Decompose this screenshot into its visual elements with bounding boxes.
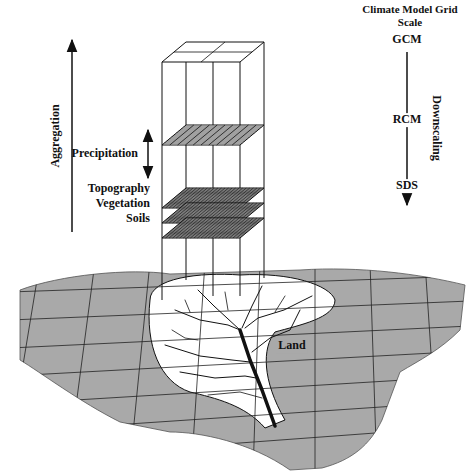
grid-line: [178, 194, 256, 195]
grid-line: [179, 208, 257, 209]
grid-line: [178, 224, 256, 225]
layer-label: Topography: [86, 182, 152, 196]
plane-outline: [162, 188, 264, 208]
grid-line: [182, 221, 260, 222]
grid-line: [178, 209, 256, 210]
layer-label: Precipitation: [70, 147, 140, 161]
grid-line: [183, 205, 261, 206]
grid-line: [183, 190, 261, 191]
scale-label: SDS: [394, 179, 420, 193]
scale-heading: Climate Model Grid Scale: [360, 3, 460, 28]
grid-line: [179, 223, 257, 224]
grid-line: [177, 225, 255, 226]
grid-plane: [162, 203, 264, 223]
grid-line: [175, 197, 253, 198]
grid-plane: [162, 42, 264, 62]
grid-column: [162, 42, 264, 300]
grid-plane: [162, 125, 264, 145]
grid-line: [174, 228, 252, 229]
plane-outline: [162, 42, 264, 62]
grid-line: [184, 219, 262, 220]
ground-region: [20, 269, 465, 470]
map-grid-line: [191, 262, 205, 474]
grid-line: [175, 227, 253, 228]
grid-line: [181, 222, 259, 223]
land-region: [149, 274, 335, 428]
grid-line: [174, 135, 252, 136]
plane-outline: [162, 125, 264, 145]
grid-line: [184, 204, 262, 205]
grid-line: [176, 211, 254, 212]
grid-line: [233, 218, 257, 238]
grid-plane: [162, 188, 264, 208]
arrow-label: Downscaling: [429, 93, 443, 162]
map-grid-line: [370, 262, 377, 474]
map-grid-line: [425, 262, 439, 474]
grid-line: [185, 203, 263, 204]
grid-line: [182, 191, 260, 192]
map-grid-line: [10, 351, 470, 376]
layer-label: Vegetation: [94, 197, 152, 211]
plane-outline: [162, 218, 264, 238]
river-network: [165, 286, 312, 426]
layer-label: Soils: [124, 212, 152, 226]
grid-line: [174, 52, 252, 53]
region-label: Land: [276, 339, 307, 353]
grid-line: [232, 125, 256, 145]
grid-line: [185, 188, 263, 189]
grid-line: [176, 226, 254, 227]
arrow-label: Aggregation: [49, 102, 63, 169]
grid-line: [174, 213, 252, 214]
scale-label: GCM: [390, 33, 423, 47]
grid-line: [176, 196, 254, 197]
grid-line: [177, 195, 255, 196]
grid-line: [184, 127, 262, 128]
grid-line: [181, 192, 259, 193]
grid-planes: [162, 42, 264, 238]
grid-line: [177, 210, 255, 211]
scale-label: RCM: [391, 113, 424, 127]
grid-line: [182, 206, 260, 207]
map-grid-line: [5, 262, 40, 474]
map-grid-line: [10, 301, 470, 320]
grid-plane: [162, 218, 264, 238]
grid-line: [181, 207, 259, 208]
plane-outline: [162, 203, 264, 223]
aggregation-arrow: [71, 40, 73, 232]
grid-line: [175, 212, 253, 213]
grid-line: [181, 129, 259, 130]
map-grid-line: [129, 262, 150, 474]
grid-line: [179, 131, 257, 132]
grid-line: [236, 218, 260, 238]
grid-line: [176, 133, 254, 134]
map-grid-line: [315, 262, 316, 474]
map-grid-line: [10, 401, 470, 432]
grid-line: [185, 218, 263, 219]
grid-line: [179, 193, 257, 194]
map-grid-line: [10, 426, 470, 460]
precipitation-arrow: [147, 130, 149, 178]
grid-line: [174, 198, 252, 199]
grid-line: [184, 189, 262, 190]
grid-line: [183, 220, 261, 221]
map-grid-line: [67, 262, 95, 474]
